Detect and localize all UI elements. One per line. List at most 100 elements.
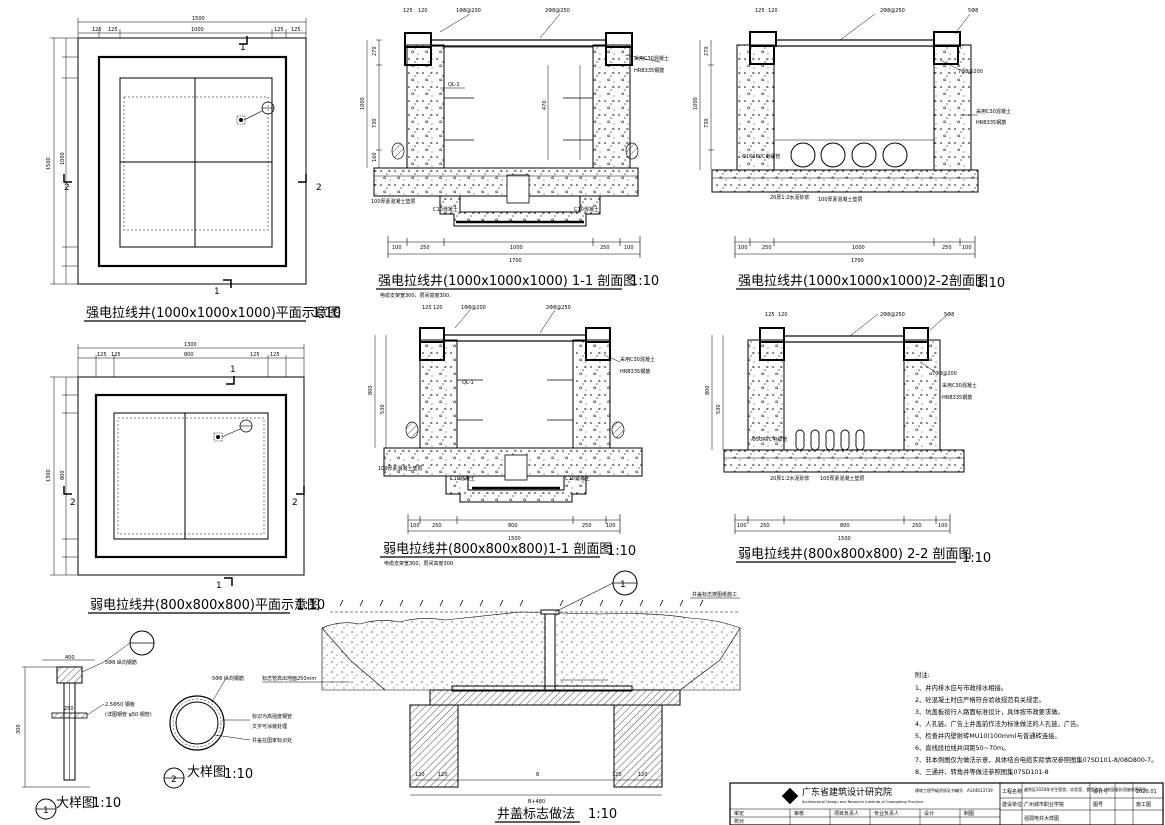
dim-weak-mid: 800 — [184, 352, 194, 358]
dim-1500-w11: 1500 — [508, 536, 521, 542]
rebar-6b-w22: 7Φ8@200 — [932, 371, 957, 377]
title-sec-strong-11: 强电拉线井(1000x1000x1000) 1-1 剖面图 — [378, 274, 636, 289]
note-5: 5、检查井内壁射砖MU10(100mm)与普通砖连接。 — [915, 731, 1061, 740]
dim-weak-left-mid: 800 — [60, 470, 66, 480]
steel-s11: HRB335钢筋 — [634, 67, 664, 74]
scale-plan-strong: 1:10 — [312, 306, 341, 321]
dim-270-s11: 270 — [372, 46, 378, 56]
tb-row-0: 审定 — [734, 810, 744, 817]
detail2-label-e: 标识为高强度钢管 — [252, 713, 292, 720]
note-3: 3、坑盖板按行人路面标准设计，具体按市政要求做。 — [915, 707, 1064, 716]
detail-1 — [22, 630, 155, 820]
note-6: 6、直线段拉线井间距50~70m。 — [915, 743, 1009, 752]
dim-250b-w11: 250 — [582, 523, 592, 529]
note-sec-strong: 电缆支架宽300，层间高度300. — [380, 292, 451, 299]
plan-strong — [50, 18, 307, 288]
concrete-w22: 采用C30混凝土 — [942, 382, 977, 389]
scale-marker: 1:10 — [588, 807, 617, 822]
marker-top-label: 井盖标志按图纸施工 — [692, 591, 737, 598]
steel-w22: HRB335钢筋 — [942, 394, 972, 401]
dim-125b: 125 — [108, 27, 118, 33]
title-sec-weak-22: 弱电拉线井(800x800x800) 2-2 剖面图 — [738, 547, 971, 562]
detail2-label-d: 5Φ8 纵向钢筋 — [212, 675, 244, 682]
dim-730-s11: 730 — [372, 118, 378, 128]
notes-heading: 附注: — [915, 670, 930, 679]
c10b-w11: C10混凝土 — [565, 475, 590, 482]
pipe-50-w22: Φ50PVC电缆管 — [752, 436, 787, 443]
section-strong-2-2 — [699, 13, 979, 258]
tb-client-label: 建设单位 — [1002, 801, 1022, 808]
title-sec-strong-22: 强电拉线井(1000x1000x1000)2-2剖面图 — [738, 274, 988, 289]
scale-detail-2: 1:10 — [224, 767, 253, 782]
cushion-100-w22: 100厚素混凝土垫层 — [820, 475, 865, 482]
lbl-120-s22: 120 — [768, 8, 778, 14]
dim-160-s11: 160 — [372, 152, 378, 162]
title-sec-weak-11: 弱电拉线井(800x800x800)1-1 剖面图 — [383, 542, 612, 557]
concrete-w11: 采用C30混凝土 — [620, 356, 655, 363]
dim-strong-left-mid: 1000 — [60, 152, 66, 165]
notes-block: 附注: 1、井内排水应与市政排水相接。 2、砼混凝土时应严格符合验收规范有关规定… — [915, 670, 1157, 776]
marker-detail — [321, 570, 741, 796]
sec-mark-w2-left: 2 — [70, 498, 76, 508]
concrete-s11: 采用C30混凝土 — [634, 55, 669, 62]
dim-strong-total: 1500 — [192, 16, 205, 22]
dim-530-w22: 530 — [716, 404, 722, 414]
c10b-s11: C10混凝土 — [574, 206, 599, 213]
detail-2 — [163, 679, 251, 789]
sec-mark-2-left: 2 — [64, 183, 70, 193]
dim-125d: 125 — [291, 27, 301, 33]
dim-250b-s11: 250 — [600, 245, 610, 251]
steel-w11: HRB335钢筋 — [620, 368, 650, 375]
note-2: 2、砼混凝土时应严格符合验收规范有关规定。 — [915, 695, 1045, 704]
dim-strong-mid: 1000 — [191, 27, 204, 33]
title-detail-1: 大样图 — [56, 796, 95, 811]
detail1-label-a: 5Φ8 纵向钢筋 — [105, 659, 137, 666]
steel-s22: HRB335钢筋 — [976, 119, 1006, 126]
cushion-100-s11: 100厚素混凝土垫层 — [371, 198, 416, 205]
scale-plan-weak: 1:10 — [296, 598, 325, 613]
detail1-300: 300 — [16, 724, 22, 734]
marker-bw: B+480 — [528, 799, 545, 805]
section-weak-1-1 — [374, 309, 643, 534]
dim-470-s11: 470 — [542, 100, 548, 110]
tb-stage: 施工图 — [1136, 801, 1151, 808]
title-plan-weak: 弱电拉线井(800x800x800)平面示意图 — [90, 597, 320, 613]
marker-120d: 120 — [638, 772, 648, 778]
dim-1000-s22b: 1000 — [852, 245, 865, 251]
dim-250a-w11: 250 — [432, 523, 442, 529]
dim-730-s22: 730 — [704, 118, 710, 128]
tb-row-5: 制图 — [964, 810, 974, 817]
tb-row-3: 专业负责人 — [874, 810, 899, 817]
tb-design-no: 设计号 — [1093, 788, 1108, 795]
sec-mark-2-right: 2 — [316, 183, 322, 193]
dim-530-w11: 530 — [380, 404, 386, 414]
note-7: 7、非本例图仅为做法示意，具体结合电缆实际情况参照图集07SD101-8/08D… — [915, 755, 1157, 764]
tb-project-label: 工程名称 — [1002, 788, 1022, 795]
dim-100a-s11: 100 — [392, 245, 402, 251]
marker-ref-1: 1 — [620, 580, 626, 590]
sec-mark-w1-top: 1 — [230, 365, 236, 375]
tb-row-1: 审核 — [794, 810, 804, 817]
dim-100a-s22: 100 — [738, 245, 748, 251]
c10-w11: C10混凝土 — [450, 475, 475, 482]
note-sec-weak: 电缆支架宽300，层间高度300. — [384, 560, 455, 567]
dim-1000-s11: 1000 — [360, 97, 366, 110]
title-plan-strong: 强电拉线井(1000x1000x1000)平面示意图 — [86, 305, 341, 321]
sec-mark-w2-right: 2 — [292, 498, 298, 508]
detail1-label-b: 2.5Φ50 钢板 — [105, 701, 135, 708]
rebar-top-b-s11: 2Φ8@250 — [545, 8, 570, 14]
rebar-6b-s22: 7Φ8@200 — [958, 69, 983, 75]
tb-number-label: 图号 — [1093, 802, 1103, 808]
note-8: 8、三通井、转角井等做法参照图集07SD101-8 — [915, 767, 1049, 776]
mortar-w22: 20厚1:2水泥砂浆 — [770, 475, 809, 482]
dim-100b-s22: 100 — [962, 245, 972, 251]
rebar-top-b-s22: 2Φ8@250 — [880, 8, 905, 14]
rebar-top-b-w11: 2Φ8@250 — [546, 305, 571, 311]
lbl-125-s11: 125 — [403, 8, 413, 14]
tb-institute-cn: 广东省建筑设计研究院 — [802, 786, 892, 798]
note-1: 1、井内排水应与市政排水相接。 — [915, 683, 1007, 692]
dim-1700-s22: 1700 — [851, 258, 864, 264]
lbl-125-w11: 125 — [422, 305, 432, 311]
